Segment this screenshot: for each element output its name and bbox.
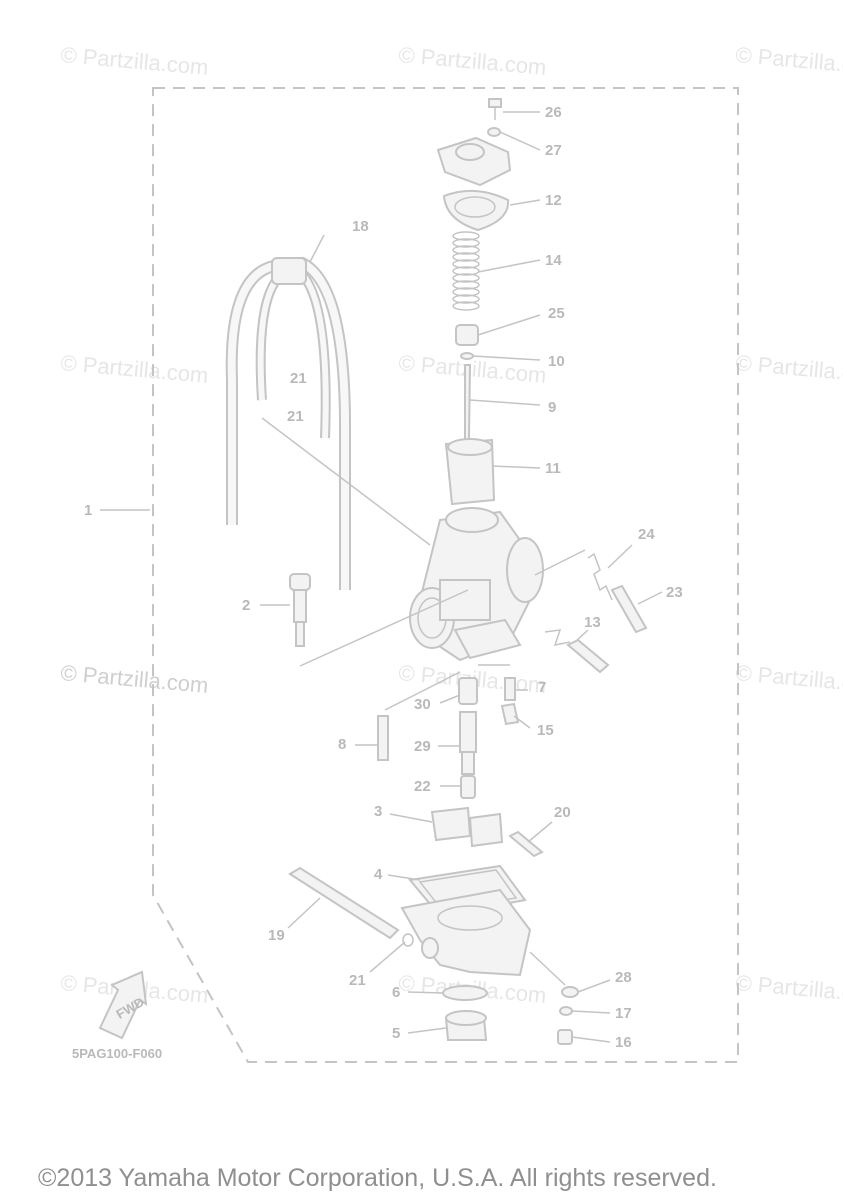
callout-30: 30 — [414, 696, 431, 713]
float-3 — [430, 806, 544, 858]
screw-23 — [610, 584, 648, 634]
bolt-16 — [557, 1029, 573, 1045]
watermark: © Partzilla.com — [735, 660, 843, 698]
callout-22: 22 — [414, 778, 431, 795]
callout-15: 15 — [537, 722, 554, 739]
springs-and-screws-right — [534, 549, 648, 674]
callout-1: 1 — [84, 502, 92, 519]
callout-26: 26 — [545, 104, 562, 121]
copyright-notice: ©2013 Yamaha Motor Corporation, U.S.A. A… — [38, 1164, 717, 1192]
callout-29: 29 — [414, 738, 431, 755]
callout-3: 3 — [374, 803, 382, 820]
float-chamber — [400, 864, 532, 977]
jets-group — [377, 664, 520, 799]
watermark: © Partzilla.com — [735, 42, 843, 80]
callout-16: 16 — [615, 1034, 632, 1051]
callout-21-middle: 21 — [287, 408, 304, 425]
callout-4: 4 — [374, 866, 383, 883]
watermark: © Partzilla.com — [398, 42, 548, 80]
watermark: © Partzilla.com — [735, 970, 843, 1008]
callout-28: 28 — [615, 969, 632, 986]
callout-25: 25 — [548, 305, 565, 322]
float-bowl — [400, 888, 532, 977]
clamp-28 — [561, 986, 579, 998]
assembly-boundary — [152, 87, 739, 1063]
callout-12: 12 — [545, 192, 562, 209]
callout-10: 10 — [548, 353, 565, 370]
part-13 — [566, 638, 610, 674]
needle-holder-25 — [455, 324, 479, 346]
callout-24: 24 — [638, 526, 655, 543]
callout-2: 2 — [242, 597, 250, 614]
float-pin-20 — [508, 830, 544, 858]
callout-14: 14 — [545, 252, 562, 269]
clip-10 — [460, 352, 474, 360]
starter-plunger-2 — [289, 573, 469, 667]
callout-8: 8 — [338, 736, 346, 753]
tube-19 — [288, 866, 400, 940]
spring-14 — [452, 231, 480, 311]
leader-lines — [100, 111, 663, 1043]
screw-26 — [488, 98, 502, 108]
callout-18: 18 — [352, 218, 369, 235]
carburetor-body — [409, 507, 544, 662]
callout-21-top: 21 — [290, 370, 307, 387]
callout-9: 9 — [548, 399, 556, 416]
callout-17: 17 — [615, 1005, 632, 1022]
watermark: © Partzilla.com — [60, 350, 210, 388]
callout-labels: 26 27 12 14 25 10 9 11 18 21 21 1 2 24 2… — [84, 104, 683, 1051]
callout-23: 23 — [666, 584, 683, 601]
vent-hoses-18 — [225, 256, 431, 590]
callout-7: 7 — [538, 679, 546, 696]
callout-27: 27 — [545, 142, 562, 159]
callout-13: 13 — [584, 614, 601, 631]
watermark: © Partzilla.com — [60, 660, 210, 698]
washer-27 — [487, 127, 501, 137]
watermark: © Partzilla.com — [735, 350, 843, 388]
jet-needle-9 — [464, 364, 472, 449]
diagram-code: 5PAG100-F060 — [72, 1046, 162, 1061]
callout-21-bottom: 21 — [349, 972, 366, 989]
callout-19: 19 — [268, 927, 285, 944]
washer-17 — [559, 1006, 573, 1016]
callout-6: 6 — [392, 984, 400, 1001]
top-cover-group — [436, 98, 512, 232]
callout-20: 20 — [554, 804, 571, 821]
callout-5: 5 — [392, 1025, 400, 1042]
callout-11: 11 — [545, 460, 561, 477]
watermark: © Partzilla.com — [60, 42, 210, 80]
